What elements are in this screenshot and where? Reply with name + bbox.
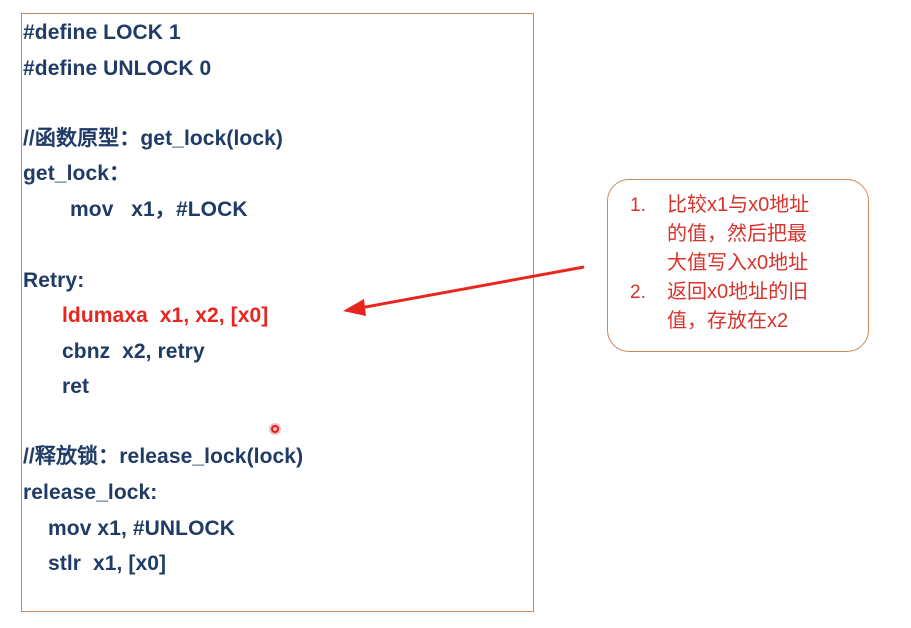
mov-lock-line: mov x1，#LOCK — [70, 198, 248, 221]
mov-unlock-line: mov x1, #UNLOCK — [48, 517, 236, 540]
note-item-1-number: 1. — [630, 195, 646, 216]
define-lock-line: #define LOCK 1 — [23, 21, 181, 44]
note-item-2-line-2: 值，存放在x2 — [667, 310, 789, 332]
note-callout: 1. 比较x1与x0地址 的值，然后把最 大值写入x0地址 2. 返回x0地址的… — [607, 179, 869, 352]
retry-label: Retry: — [23, 269, 85, 292]
note-item-1-line-3: 大值写入x0地址 — [667, 252, 809, 274]
ret-line: ret — [62, 375, 90, 398]
get-lock-prototype-comment: //函数原型：get_lock(lock) — [23, 127, 283, 150]
note-item-2-line-1: 返回x0地址的旧 — [667, 281, 809, 303]
release-lock-prototype-comment: //释放锁：release_lock(lock) — [23, 445, 304, 468]
code-box — [21, 13, 534, 612]
cbnz-line: cbnz x2, retry — [62, 340, 205, 363]
note-item-1-line-2: 的值，然后把最 — [667, 223, 807, 245]
release-lock-label: release_lock: — [23, 481, 158, 504]
ldumaxa-line: ldumaxa x1, x2, [x0] — [62, 304, 269, 327]
get-lock-label: get_lock： — [23, 162, 131, 185]
pointer-cursor-icon — [269, 423, 281, 435]
note-item-2-number: 2. — [630, 282, 646, 303]
define-unlock-line: #define UNLOCK 0 — [23, 57, 212, 80]
note-item-1-line-1: 比较x1与x0地址 — [667, 194, 810, 216]
stlr-line: stlr x1, [x0] — [48, 552, 167, 575]
